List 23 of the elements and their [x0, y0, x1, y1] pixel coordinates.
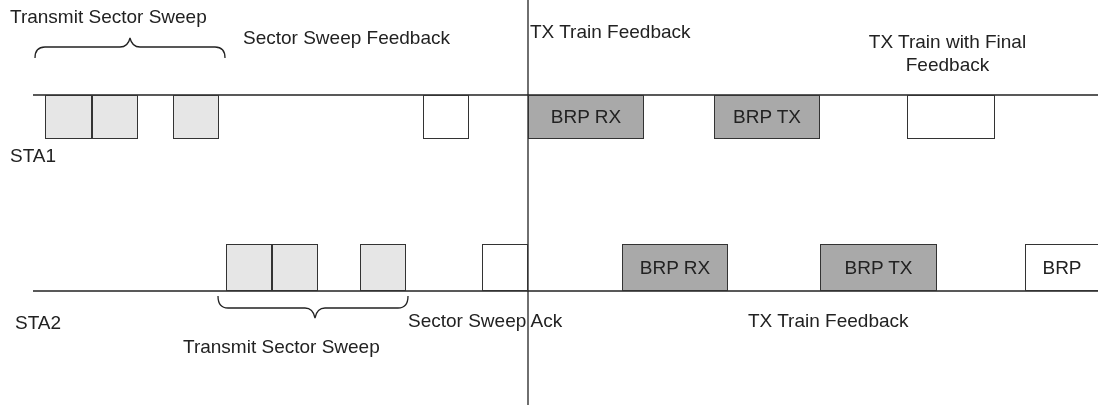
frame-block: [482, 244, 528, 291]
frame-block: [226, 244, 272, 291]
frame-block: BRP TX: [820, 244, 937, 291]
station-label: STA2: [15, 311, 63, 334]
frame-block: BRP TX: [714, 95, 820, 139]
caption-text: TX Train Feedback: [530, 20, 692, 43]
caption-text: Sector Sweep Feedback: [243, 26, 451, 49]
station-label: STA1: [10, 144, 58, 167]
frame-block: [272, 244, 318, 291]
caption-text: TX Train Feedback: [748, 309, 910, 332]
caption-text: Transmit Sector Sweep: [183, 335, 381, 358]
frame-block: BRP RX: [622, 244, 728, 291]
frame-block: [423, 95, 469, 139]
frame-block: [92, 95, 138, 139]
frame-block: [360, 244, 406, 291]
frame-block: [907, 95, 995, 139]
caption-text: Sector Sweep Ack: [408, 309, 564, 332]
frame-block: [173, 95, 219, 139]
caption-text: TX Train with Final Feedback: [867, 30, 1028, 76]
caption-text: Transmit Sector Sweep: [10, 5, 208, 28]
frame-block: BRP RX: [528, 95, 644, 139]
frame-block: [45, 95, 92, 139]
frame-block: BRP: [1025, 244, 1098, 291]
